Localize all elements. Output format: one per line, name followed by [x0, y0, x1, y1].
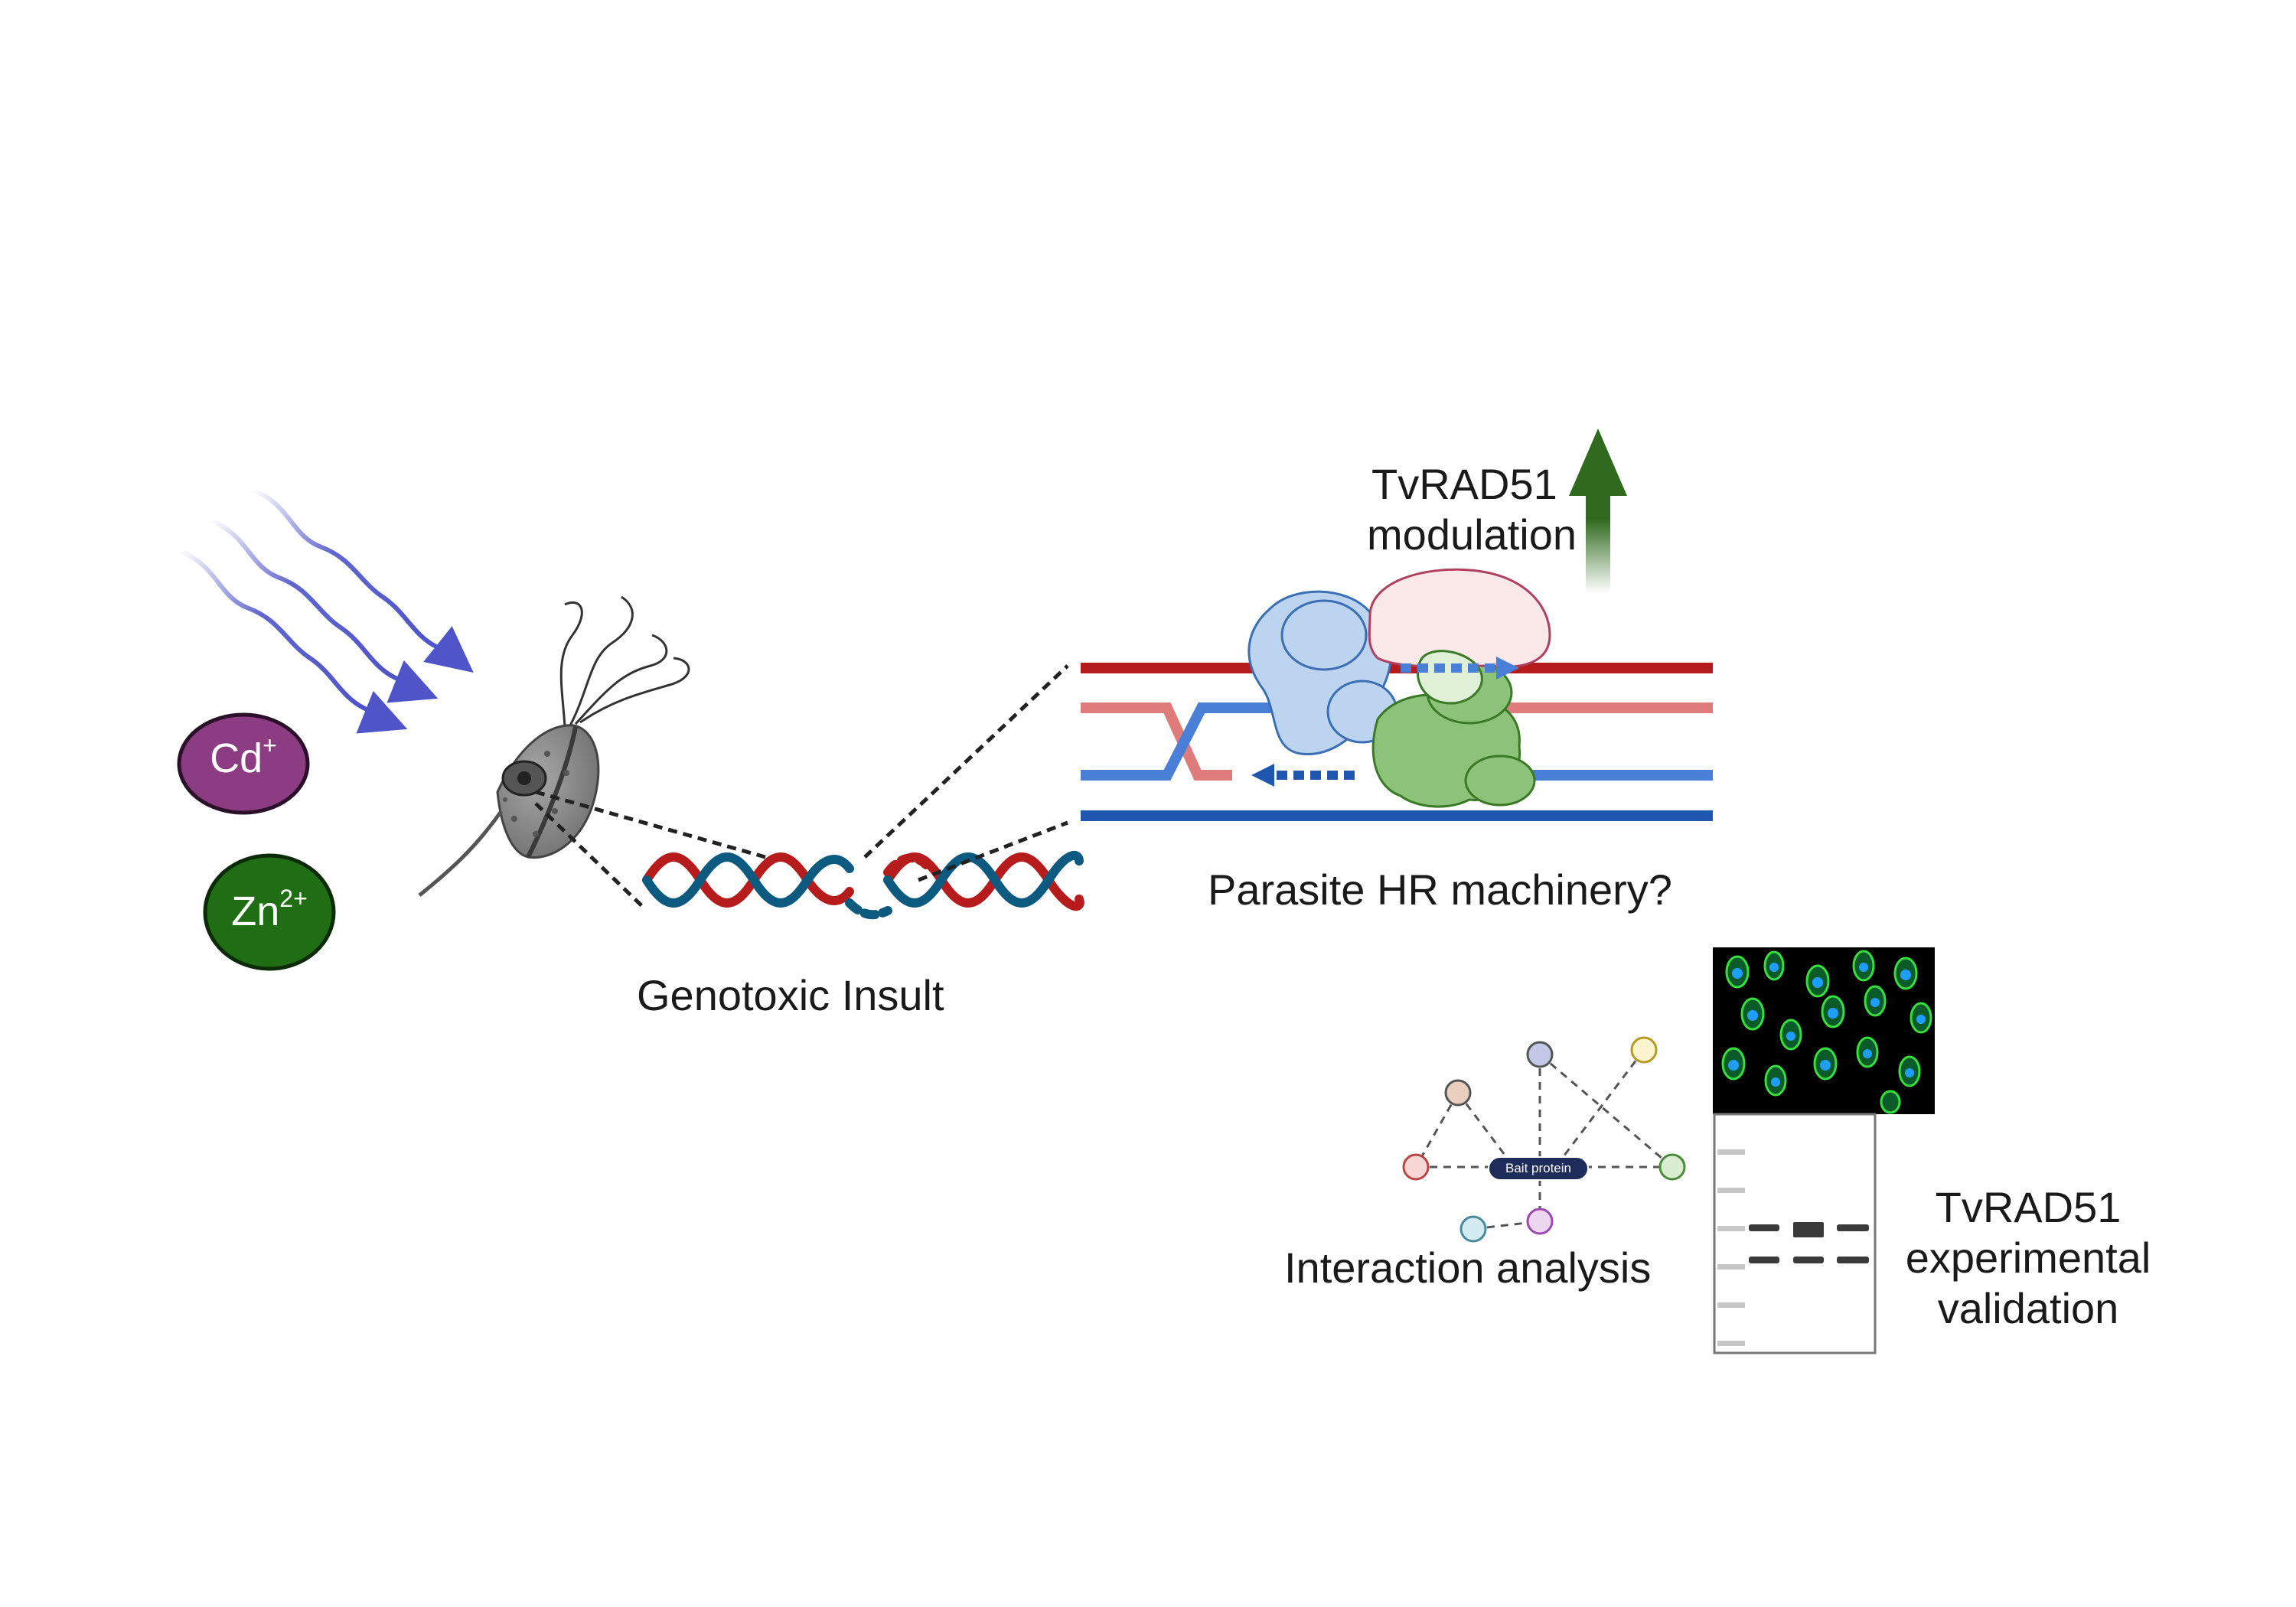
modulation-label-line1: TvRAD51: [1371, 460, 1557, 508]
cd-ion-label: Cd+: [210, 732, 277, 781]
hr-machinery-label: Parasite HR machinery?: [1208, 865, 1672, 914]
dna-helix-icon: [642, 851, 1084, 920]
validation-label-line1: TvRAD51: [1935, 1183, 2122, 1231]
validation-label-line3: validation: [1937, 1284, 2119, 1332]
zn-ion-badge: [203, 853, 336, 971]
genotoxic-insult-label: Genotoxic Insult: [637, 971, 944, 1019]
strand-extension-arrows: [1251, 657, 1519, 787]
hr-protein-complex: [1247, 568, 1551, 808]
zoom-lines-parasite: [534, 790, 766, 908]
zn-ion-label: Zn2+: [231, 885, 308, 934]
validation-label-line2: experimental: [1905, 1234, 2151, 1282]
radiation-waves-icon: [178, 487, 474, 734]
fluorescence-microscopy-image: [1713, 947, 1935, 1114]
interaction-analysis-label: Interaction analysis: [1284, 1244, 1652, 1292]
zoom-lines-dna: [863, 664, 1069, 882]
western-blot-image: [1713, 1113, 1877, 1354]
cd-ion-badge: [177, 712, 310, 815]
modulation-label-line2: modulation: [1367, 510, 1577, 559]
trichomonas-parasite-icon: [418, 595, 690, 897]
bait-protein-label: Bait protein: [1505, 1161, 1571, 1175]
interaction-network-icon: [1402, 1036, 1686, 1243]
upregulation-arrow-icon: [1569, 429, 1627, 593]
